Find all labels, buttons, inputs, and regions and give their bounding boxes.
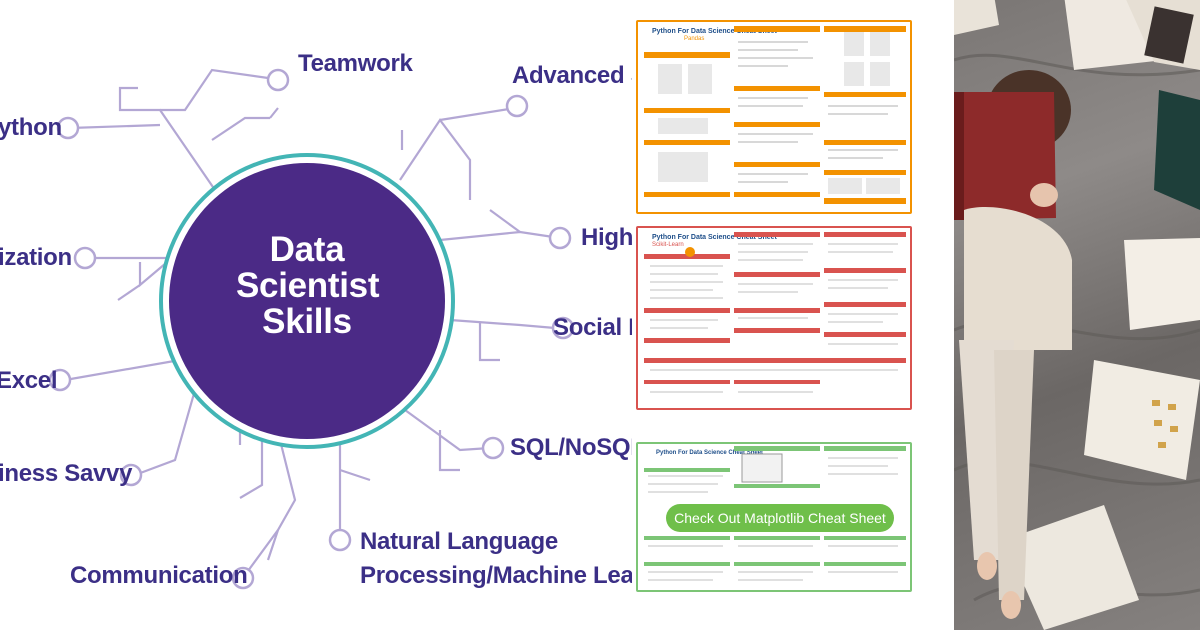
pandas-sheet-subtitle: Pandas (684, 36, 705, 42)
cheat-sheet-thumbnails: Python For Data Science Cheat Sheet Pand… (632, 0, 954, 630)
communication-node (231, 566, 255, 590)
connector-lines (48, 68, 575, 590)
pandas-cheat-sheet[interactable]: Python For Data Science Cheat Sheet Pand… (636, 20, 912, 214)
pandas-sheet-body (644, 26, 906, 204)
sweater (964, 207, 1072, 350)
matplotlib-cta-button[interactable]: Check Out Matplotlib Cheat Sheet (666, 504, 894, 532)
excel-node (48, 368, 72, 392)
label-teamwork: Teamwork (298, 50, 413, 77)
sklearn-sheet-subtitle: Scikit-Learn (652, 242, 684, 248)
matplotlib-sheet-body (644, 446, 906, 581)
label-communication: Communication (70, 562, 248, 589)
matplotlib-sheet-title: Python For Data Science Cheat Sheet (656, 450, 764, 456)
sklearn-cheat-sheet[interactable]: Python For Data Science Cheat Sheet Scik… (636, 226, 912, 410)
teamwork-node (266, 68, 290, 92)
label-high: High- (581, 224, 632, 251)
python-node (56, 116, 80, 140)
label-social: Social M (553, 314, 632, 341)
social-node (551, 316, 575, 340)
high-node (548, 226, 572, 250)
red-book (954, 92, 1056, 220)
advanced-stats-node (505, 94, 529, 118)
sql-node (481, 436, 505, 460)
business-node (119, 463, 143, 487)
sklearn-sheet-title: Python For Data Science Cheat Sheet (652, 234, 777, 241)
label-nlp-line2: Processing/Machine Learnin (360, 562, 632, 589)
center-title-line1: Data (269, 230, 345, 269)
label-business: iness Savvy (0, 460, 133, 487)
label-python: ython (0, 114, 62, 141)
center-title-line2: Scientist (236, 266, 380, 305)
label-nlp-line1: Natural Language (360, 528, 558, 555)
reading-photo-illustration (954, 0, 1200, 630)
label-excel: Excel (0, 367, 58, 394)
label-visualization: ization (0, 244, 72, 271)
skills-mind-map: Data Scientist Skills Teamwork Advanced … (0, 50, 632, 590)
center-title: Data Scientist Skills (236, 230, 380, 341)
reading-photo (954, 0, 1200, 630)
nlp-node (328, 528, 352, 552)
center-disc (169, 163, 445, 439)
label-advanced-stats: Advanced St (512, 62, 632, 89)
visualization-node (73, 246, 97, 270)
sklearn-sheet-body (644, 232, 906, 393)
pandas-sheet-title: Python For Data Science Cheat Sheet (652, 28, 777, 35)
label-sql: SQL/NoSQL (510, 434, 632, 461)
leg-right (994, 350, 1034, 600)
center-title-line3: Skills (262, 302, 352, 341)
